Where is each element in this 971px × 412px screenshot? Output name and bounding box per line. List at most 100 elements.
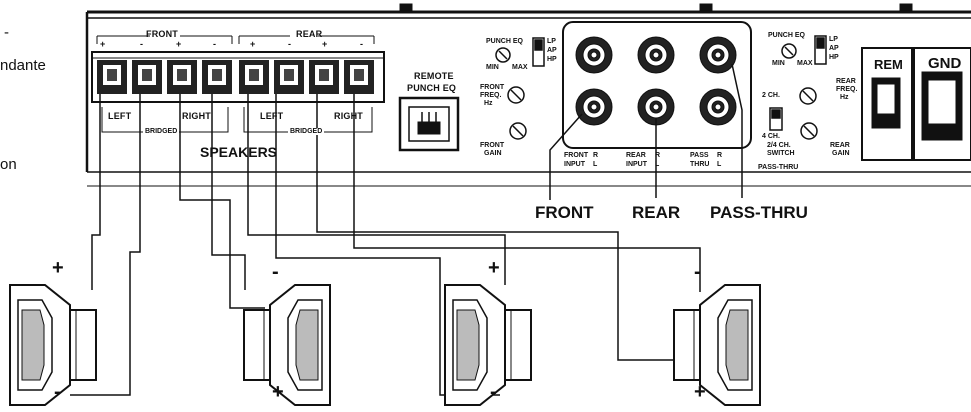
- terminal-4: [202, 60, 232, 94]
- terminal-2-polarity: -: [140, 39, 144, 49]
- speaker-2: [243, 284, 331, 406]
- pass-thru-r: R: [717, 152, 723, 159]
- speaker-4: [673, 284, 761, 406]
- right-control-knobs: [769, 35, 827, 140]
- terminal-8: [344, 60, 374, 94]
- rear-gain-label-2: GAIN: [832, 150, 850, 157]
- left-ap-label: AP: [547, 47, 557, 54]
- left-hp-label: HP: [547, 56, 557, 63]
- front-freq-label-1: FRONT: [480, 84, 505, 91]
- front-input-r: R: [593, 152, 599, 159]
- terminal-7: [309, 60, 339, 94]
- terminal-3: [167, 60, 197, 94]
- side-text-ndante: ndante: [0, 57, 46, 74]
- switch-label-2: SWITCH: [767, 150, 795, 157]
- terminal-5: [239, 60, 269, 94]
- switch-label-1: 2/4 CH.: [767, 142, 791, 149]
- speaker-2-bottom-polarity: +: [272, 381, 284, 403]
- pass-thru-label-1: PASS: [690, 152, 709, 159]
- callout-rear: REAR: [632, 203, 681, 222]
- terminal-4-polarity: -: [213, 39, 217, 49]
- rca-pass-right: [699, 36, 737, 74]
- ch2-label: 2 CH.: [762, 92, 780, 99]
- rca-input-box: [562, 21, 752, 149]
- front-bridged-label: BRIDGED: [143, 128, 180, 135]
- rca-rear-right: [637, 36, 675, 74]
- rear-input-l: L: [655, 161, 660, 168]
- right-punch-eq-label: PUNCH EQ: [768, 32, 805, 39]
- front-input-l: L: [593, 161, 598, 168]
- rca-front-left: [575, 88, 613, 126]
- speaker-4-bottom-polarity: +: [694, 381, 706, 403]
- front-freq-label-2: FREQ.: [480, 92, 502, 99]
- speaker-terminals: [97, 60, 374, 94]
- rear-right-label: RIGHT: [334, 111, 363, 121]
- speaker-2-top-polarity: -: [272, 261, 279, 283]
- pass-thru-l: L: [717, 161, 722, 168]
- right-max-label: MAX: [797, 60, 813, 67]
- speaker-1-bottom-polarity: -: [54, 381, 61, 403]
- terminal-8-polarity: -: [360, 39, 364, 49]
- pass-thru-label-2: THRU: [690, 161, 710, 168]
- rear-channel-label: REAR: [296, 29, 323, 39]
- terminal-1: [97, 60, 127, 94]
- rear-freq-label-3: Hz: [840, 94, 849, 101]
- side-text-on: on: [0, 156, 17, 173]
- callout-front: FRONT: [535, 203, 594, 222]
- remote-punch-eq-label: PUNCH EQ: [407, 83, 457, 93]
- left-control-knobs: [495, 37, 545, 140]
- front-input-label-1: FRONT: [564, 152, 589, 159]
- side-text-dash: -: [4, 24, 9, 41]
- terminal-3-polarity: +: [176, 39, 182, 49]
- front-freq-label-3: Hz: [484, 100, 493, 107]
- rear-bridged-label: BRIDGED: [288, 128, 325, 135]
- left-punch-eq-label: PUNCH EQ: [486, 38, 523, 45]
- front-gain-label-1: FRONT: [480, 142, 505, 149]
- terminal-6-polarity: -: [288, 39, 292, 49]
- terminal-1-polarity: +: [100, 39, 106, 49]
- front-channel-label: FRONT: [146, 29, 178, 39]
- right-ap-label: AP: [829, 45, 839, 52]
- left-max-label: MAX: [512, 64, 528, 71]
- amplifier-panel: [85, 3, 971, 187]
- rear-left-label: LEFT: [260, 111, 284, 121]
- speaker-wires: [70, 94, 701, 396]
- rear-input-r: R: [655, 152, 661, 159]
- rear-freq-label-2: FREQ.: [836, 86, 858, 93]
- rear-input-label-1: REAR: [626, 152, 646, 159]
- speaker-3-bottom-polarity: -: [490, 381, 497, 403]
- speakers-label: SPEAKERS: [200, 144, 278, 160]
- terminal-7-polarity: +: [322, 39, 328, 49]
- speaker-3: [444, 284, 532, 406]
- ch4-label: 4 CH.: [762, 133, 780, 140]
- front-right-label: RIGHT: [182, 111, 211, 121]
- speaker-4-top-polarity: -: [694, 261, 701, 283]
- front-left-label: LEFT: [108, 111, 132, 121]
- rear-freq-label-1: REAR: [836, 78, 856, 85]
- rem-label: REM: [874, 57, 903, 72]
- rca-front-right: [575, 36, 613, 74]
- right-min-label: MIN: [772, 60, 785, 67]
- rca-rear-left: [637, 88, 675, 126]
- right-lp-label: LP: [829, 36, 838, 43]
- front-gain-label-2: GAIN: [484, 150, 502, 157]
- left-min-label: MIN: [486, 64, 499, 71]
- callout-lines: [549, 63, 743, 200]
- power-terminals: [861, 47, 971, 161]
- rca-pass-left: [699, 88, 737, 126]
- remote-label: REMOTE: [414, 71, 454, 81]
- rear-input-label-2: INPUT: [626, 161, 647, 168]
- left-lp-label: LP: [547, 38, 556, 45]
- right-pass-thru-label: PASS-THRU: [758, 164, 799, 171]
- speaker-3-top-polarity: +: [488, 257, 500, 279]
- terminal-5-polarity: +: [250, 39, 256, 49]
- terminal-6: [274, 60, 304, 94]
- gnd-label: GND: [928, 55, 962, 72]
- callout-pass-thru: PASS-THRU: [710, 203, 808, 222]
- front-input-label-2: INPUT: [564, 161, 585, 168]
- speaker-1-top-polarity: +: [52, 257, 64, 279]
- rca-jacks: [575, 36, 737, 126]
- rear-gain-label-1: REAR: [830, 142, 850, 149]
